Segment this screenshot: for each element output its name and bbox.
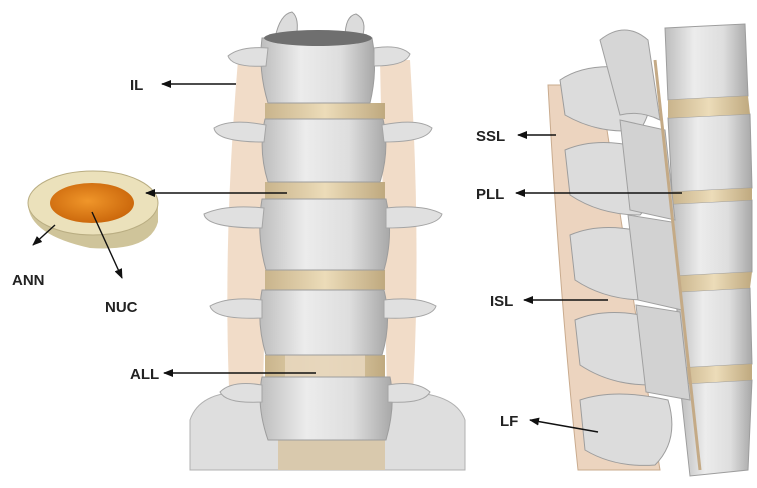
nucleus-shape xyxy=(50,183,134,223)
label-ann: ANN xyxy=(12,272,45,289)
disc-model xyxy=(28,171,158,248)
label-ssl: SSL xyxy=(476,128,505,145)
label-pll: PLL xyxy=(476,186,504,203)
label-lf: LF xyxy=(500,413,518,430)
label-isl: ISL xyxy=(490,293,513,310)
spine-front-view xyxy=(190,12,465,470)
label-nuc: NUC xyxy=(105,299,138,316)
label-all: ALL xyxy=(130,366,159,383)
spine-side-view xyxy=(548,24,752,476)
label-il: IL xyxy=(130,77,143,94)
